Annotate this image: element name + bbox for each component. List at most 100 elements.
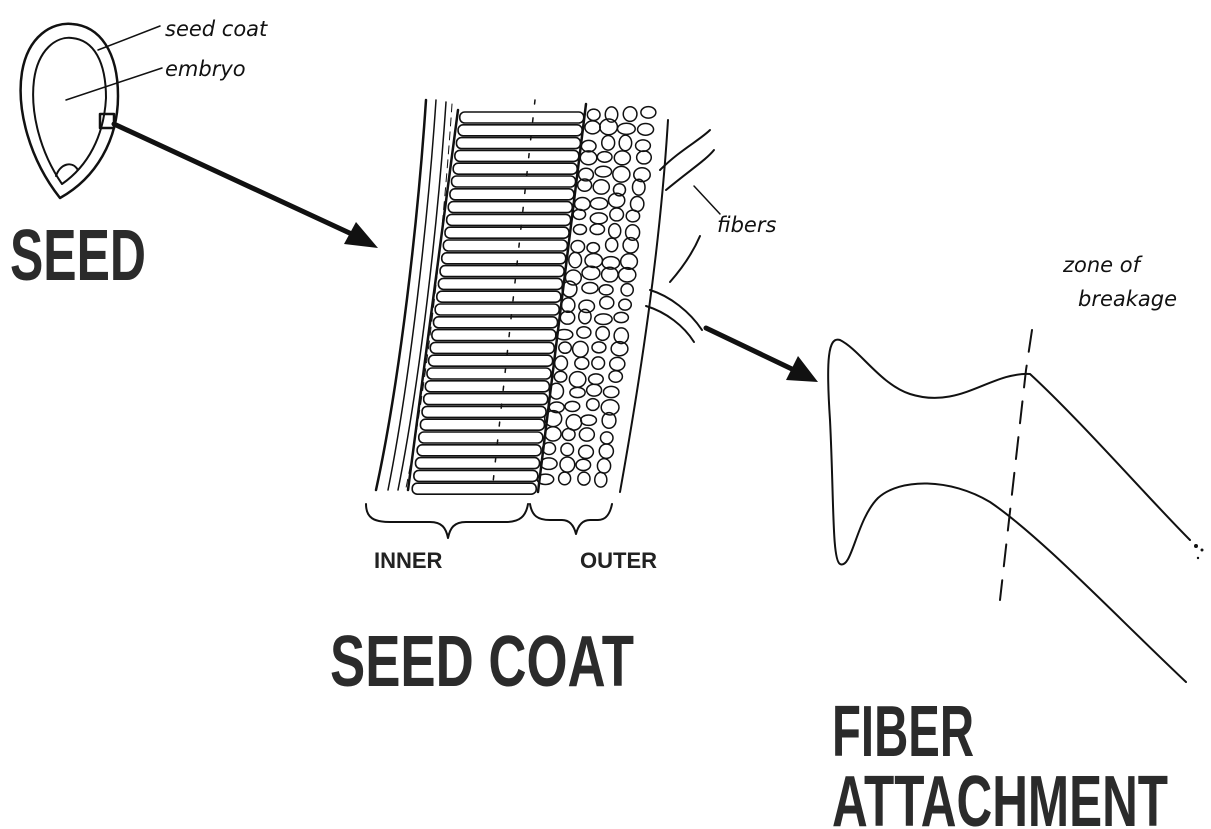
palisade-cell (438, 278, 562, 289)
outer-cell (545, 427, 561, 441)
palisade-cell (443, 240, 567, 251)
outer-cell (587, 384, 602, 396)
palisade-cell (432, 330, 556, 341)
outer-cell (621, 284, 633, 296)
seed-coat-label: seed coat (165, 17, 268, 41)
palisade-cell (422, 406, 546, 417)
outer-cell (610, 357, 625, 370)
outer-cell (585, 253, 602, 267)
outer-cell (600, 296, 614, 309)
palisade-cell (416, 458, 540, 469)
palisade-cell (412, 483, 536, 494)
outer-brace (530, 504, 612, 534)
zone-label-line2: breakage (1078, 287, 1177, 311)
outer-cell (570, 387, 585, 397)
outer-cell (559, 472, 571, 485)
fiber-attachment-title-line2: ATTACHMENT (832, 762, 1168, 829)
palisade-cell (437, 291, 561, 302)
outer-cell (595, 472, 607, 487)
seed-coat-cross-section (376, 100, 714, 494)
outer-cell (619, 135, 631, 151)
outer-cell (573, 341, 589, 357)
palisade-cell (427, 368, 551, 379)
outer-cell (602, 136, 615, 151)
outer-cell (592, 342, 606, 353)
fibers-label: fibers (717, 213, 776, 237)
outer-cell (555, 356, 568, 370)
outer-cell (576, 459, 591, 470)
outer-cell (589, 374, 604, 385)
seed-coat-title: SEED COAT (330, 622, 634, 702)
outer-cell (619, 299, 632, 310)
palisade-cell (424, 394, 548, 405)
outer-cell (621, 254, 638, 269)
palisade-cell (448, 202, 572, 213)
palisade-cell (434, 317, 558, 328)
palisade-cell (450, 189, 574, 200)
outer-cell (617, 123, 635, 134)
outer-cell (579, 309, 591, 323)
outer-cell (573, 224, 586, 234)
outer-cell (581, 415, 597, 425)
outer-cell (641, 107, 656, 118)
palisade-cell (425, 381, 549, 392)
outer-cell (638, 124, 654, 136)
outer-cell (582, 266, 600, 279)
outer-cell (587, 109, 600, 120)
outer-cell (585, 121, 600, 134)
embryo-leader (66, 68, 162, 100)
outer-cell (561, 298, 574, 312)
palisade-cell (452, 176, 576, 187)
outer-cell (580, 151, 597, 165)
outer-cell (597, 459, 610, 473)
palisade-cell (445, 227, 569, 238)
outer-cell (592, 357, 605, 369)
embryo-label: embryo (165, 57, 246, 81)
palisade-cell (460, 112, 584, 123)
outer-cell (578, 472, 590, 485)
outer-cell (590, 224, 604, 235)
outer-cell (637, 151, 652, 164)
outer-cell (603, 386, 618, 397)
palisade-cell (455, 150, 579, 161)
outer-cell (610, 208, 624, 221)
outer-cell (561, 443, 574, 455)
outer-cell (609, 371, 622, 382)
outer-cell (559, 342, 572, 353)
fiber-attachment-drawing (828, 330, 1203, 682)
outer-cell (587, 243, 599, 253)
seed-title: SEED (10, 216, 146, 296)
outer-cell (575, 357, 589, 369)
outer-cell (582, 282, 598, 293)
outer-label: OUTER (580, 548, 657, 573)
outer-cell (597, 152, 612, 163)
palisade-cell (456, 138, 580, 149)
outer-cell (599, 444, 613, 458)
outer-cell (590, 213, 607, 224)
outer-cell (577, 327, 591, 338)
palisade-cell (440, 266, 564, 277)
inner-brace (366, 504, 528, 538)
seed-coat-leader (98, 26, 160, 50)
outer-cell (614, 151, 630, 165)
palisade-cell (435, 304, 559, 315)
outer-cell (599, 285, 613, 295)
outer-cell (569, 372, 586, 388)
outer-cell (600, 432, 613, 444)
outer-cell (571, 241, 585, 253)
outer-cell (595, 166, 611, 177)
seed-drawing (21, 24, 118, 198)
outer-cell (540, 458, 557, 470)
outer-cell (569, 252, 582, 267)
outer-cell (573, 209, 585, 219)
palisade-cell (420, 419, 544, 430)
outer-cell (560, 457, 575, 472)
outer-cell (636, 140, 651, 151)
palisade-cell (414, 470, 538, 481)
arrow-to-seed-coat (114, 124, 378, 248)
outer-cell (579, 445, 594, 458)
palisade-cell (417, 445, 541, 456)
outer-cell (613, 166, 630, 182)
outer-cell (560, 311, 574, 324)
